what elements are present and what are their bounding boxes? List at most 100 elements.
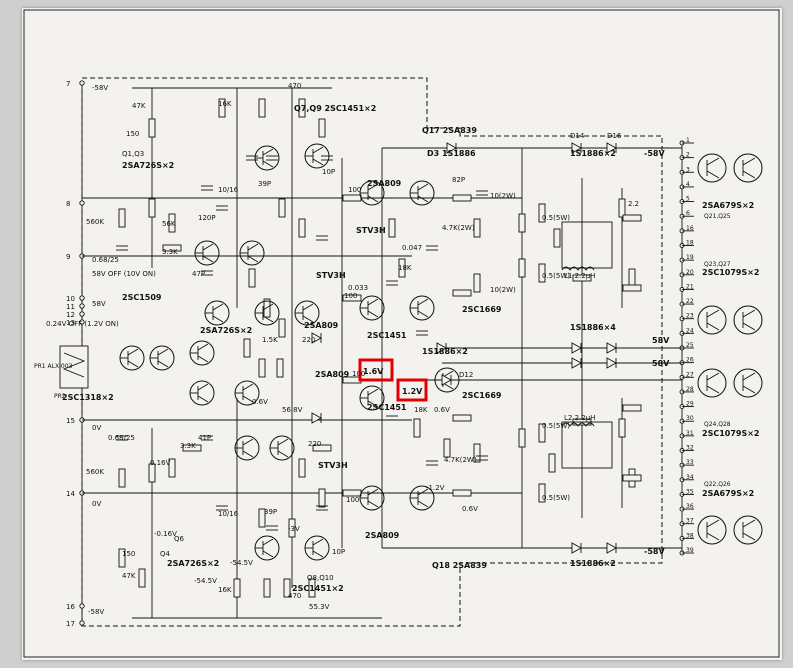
preset-pot [59,345,89,389]
right-pin-label: 4 [686,181,690,188]
right-pin: 28 [679,386,694,395]
right-pin-label: 35 [686,488,694,495]
sc1451-bot-label: 2SC1451×2 [292,584,344,593]
capacitor [316,235,328,241]
r16k-b-label: 16K [218,586,232,594]
resistor [168,213,176,233]
resistor [548,453,556,473]
resistor [148,463,156,483]
left-pin-label: 15 [66,417,75,425]
q21q25-label: Q21,Q25 [704,213,731,220]
resistor [622,404,642,412]
stv-c-label: STV3H [318,461,348,470]
resistor [118,468,126,488]
right-pin: 38 [679,532,694,541]
left-pin: 12 [66,311,85,319]
r100-c-label: 100 [352,370,365,378]
q24q28-label: Q24,Q28 [704,421,731,428]
resistor [553,228,561,248]
sc1669-a-label: 2SC1669 [462,305,502,314]
resistor [622,474,642,482]
sc1318-label: 2SC1318×2 [62,393,114,402]
capacitor [116,245,128,251]
r10-2w-b-label: 10(2W) [490,286,516,294]
r470-label: 470 [288,82,301,90]
resistor [618,418,626,438]
q7q9-label: Q7,Q9 2SC1451×2 [294,104,376,113]
transistor [194,240,220,266]
sa679-bot-label: 2SA679S×2 [702,489,754,498]
output-transistors [697,153,763,545]
right-pin: 30 [679,415,694,424]
r220-b-label: 220 [308,440,321,448]
c068-b-label: 0.68/25 [108,434,135,442]
right-pin-label: 32 [686,445,694,452]
capacitor [386,415,398,421]
stv-a-label: STV3H [356,226,386,235]
v06-label: 0.6V [434,406,450,414]
d3-label: D3 1S1886 [427,149,476,158]
right-pin: 1 [679,137,694,146]
d12-label: D12 [459,371,473,379]
sc1509-label: 2SC1509 [122,293,162,302]
r15k-label: 1.5K [262,336,278,344]
v16-label: 1.6V [363,367,384,376]
capacitor [476,455,488,461]
rload-a-label: 0.5(5W) [542,214,570,222]
c068-label: 0.68/25 [92,256,119,264]
resistor [572,274,592,282]
transistor [234,435,260,461]
resistor [258,358,266,378]
v12-label: 1.2V [402,387,423,396]
vneg016-label: -0.16V [154,530,177,538]
right-pin-label: 29 [686,401,694,408]
q8q10-label: Q8,Q10 [307,574,334,582]
labels: -58V Q7,Q9 2SC1451×2 Q1,Q3 2SA726S×2 58V… [34,82,760,616]
diode [606,542,617,554]
v568-label: 56.8V [282,406,303,414]
c39p-label: 39P [258,180,271,188]
r220-label: 220 [302,336,315,344]
right-pin-label: 1 [686,137,690,144]
resistor [278,318,286,338]
r33k-label: 3.3K [162,248,178,256]
r100-b-label: 100 [344,292,357,300]
resistor [413,418,421,438]
right-pin-label: 27 [686,371,694,378]
resistor [258,98,266,118]
right-pin: 22 [679,298,694,307]
vneg545b-label: -54.5V [194,577,217,585]
left-pin: 13 [66,319,85,327]
right-terminals: 1234561618192021222324252627282930313233… [679,137,694,556]
resistor [298,218,306,238]
r100-a-label: 100 [348,186,361,194]
capacitor [246,155,258,161]
s1886-bot-label: 1S1886×2 [570,559,616,568]
c39p-b-label: 39P [264,508,277,516]
vneg545-label: -54.5V [230,559,253,567]
right-pin-label: 25 [686,342,694,349]
right-pin: 3 [679,166,694,175]
r47k-2w-b-label: 4.7K(2W) [444,456,477,464]
left-pin: 15 [66,417,85,425]
transistor [189,380,215,406]
rload-d-label: 0.5(5W) [542,494,570,502]
capacitor [266,155,278,161]
diode [436,342,447,354]
q1q3-label: Q1,Q3 [122,150,144,158]
resistor [243,338,251,358]
output-transistor [733,305,763,335]
transistor [254,145,280,171]
rload-c-label: 0.5(5W) [542,422,570,430]
left-pin-label: 11 [66,303,75,311]
resistor [473,443,481,463]
transistor [234,380,260,406]
diode [311,412,322,424]
capacitor [476,190,488,196]
c1016-label: 10/16 [218,186,239,194]
output-transistor [697,515,727,545]
left-pin-label: 10 [66,295,75,303]
resistor [148,118,156,138]
sa809-d-label: 2SA809 [365,531,400,540]
